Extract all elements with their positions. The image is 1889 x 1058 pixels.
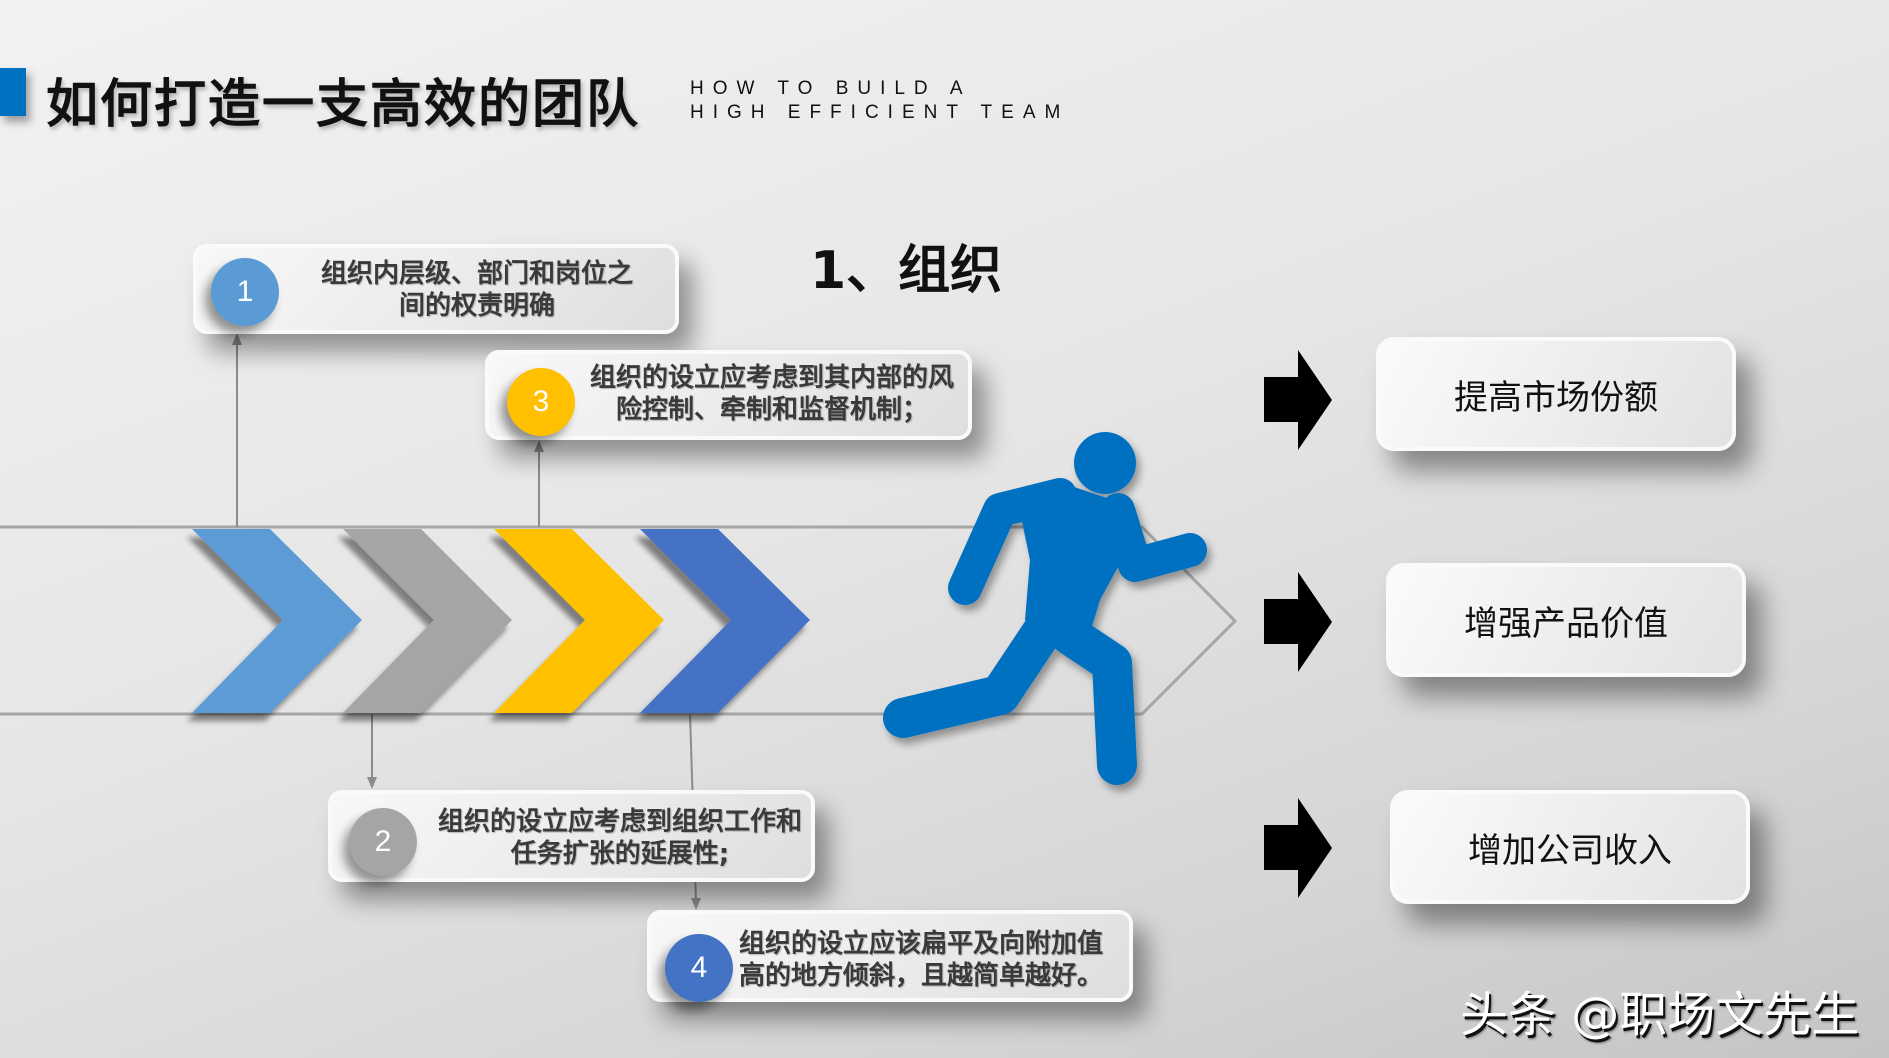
section-title: 1、组织 <box>810 241 1003 301</box>
arrowhead-2 <box>367 777 377 789</box>
point-text: 组织的设立应考虑到组织工作和 任务扩张的延展性; <box>437 807 802 869</box>
outcome-box-3: 增加公司收入 <box>1390 790 1750 904</box>
page-title: 如何打造一支高效的团队 <box>46 75 641 135</box>
watermark: 头条 @职场文先生 <box>1460 987 1860 1043</box>
title-accent-bar <box>0 68 26 116</box>
outcome-box-1: 提高市场份额 <box>1376 337 1736 451</box>
point-number-badge: 4 <box>665 934 733 1002</box>
outcome-box-2: 增强产品价值 <box>1386 563 1746 677</box>
chevron-2 <box>343 529 512 713</box>
band-outline <box>0 525 1238 716</box>
point-text: 组织的设立应该扁平及向附加值 高的地方倾斜，且越简单越好。 <box>739 929 1104 991</box>
subtitle-line-1: HOW TO BUILD A <box>690 78 972 99</box>
arrow-right-icon <box>1264 798 1332 898</box>
subtitle-line-2: HIGH EFFICIENT TEAM <box>690 102 1070 123</box>
point-number-badge: 1 <box>211 258 279 326</box>
point-card-1: 1 组织内层级、部门和岗位之 间的权责明确 <box>193 244 679 334</box>
chevron-3 <box>494 529 664 713</box>
arrowhead-1 <box>232 333 242 345</box>
arrowhead-3 <box>534 440 544 452</box>
running-person-icon <box>883 432 1207 785</box>
chevron-1 <box>192 529 362 713</box>
chevron-4 <box>640 529 810 713</box>
page-subtitle: HOW TO BUILD A HIGH EFFICIENT TEAM <box>690 77 1069 125</box>
point-number-badge: 2 <box>349 808 417 876</box>
point-text: 组织的设立应考虑到其内部的风 险控制、牵制和监督机制； <box>589 363 954 425</box>
point-text: 组织内层级、部门和岗位之 间的权责明确 <box>320 259 633 321</box>
arrow-right-icon <box>1264 572 1332 672</box>
arrow-right-icon <box>1264 350 1332 450</box>
point-number-badge: 3 <box>507 368 575 436</box>
point-card-3: 3 组织的设立应考虑到其内部的风 险控制、牵制和监督机制； <box>485 350 972 440</box>
arrowhead-4 <box>691 898 701 910</box>
point-card-4: 4 组织的设立应该扁平及向附加值 高的地方倾斜，且越简单越好。 <box>647 910 1133 1002</box>
point-card-2: 2 组织的设立应考虑到组织工作和 任务扩张的延展性; <box>328 790 815 882</box>
